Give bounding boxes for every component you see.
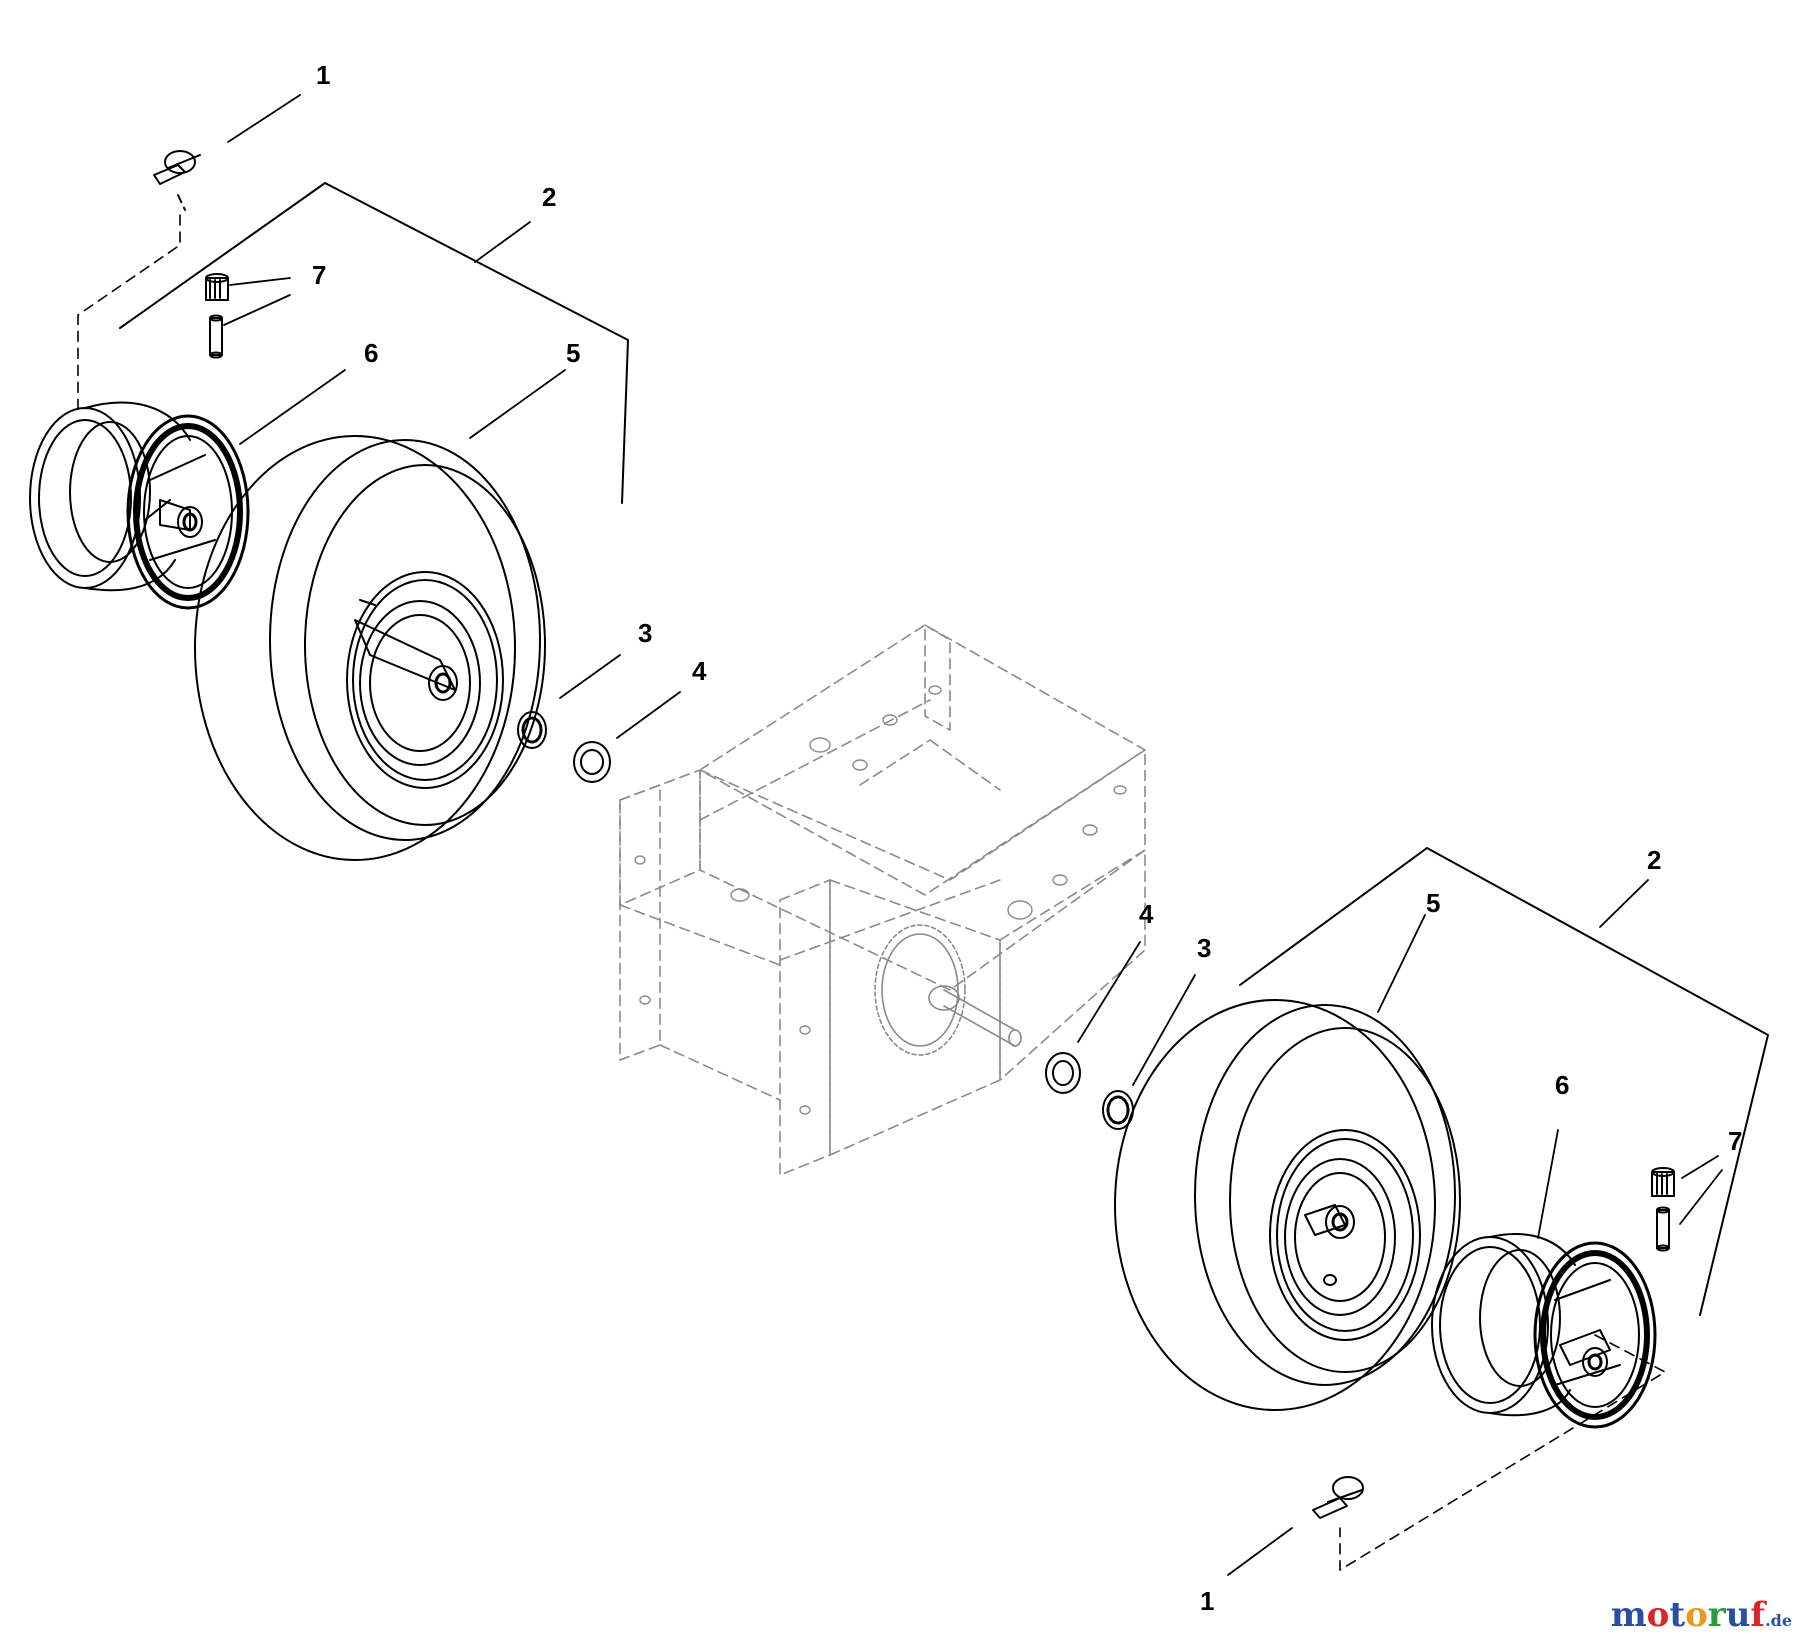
callout-right-5: 5 xyxy=(1426,888,1440,918)
valve-stem-left xyxy=(205,273,229,359)
rim-right xyxy=(1431,1233,1657,1429)
logo-letter: r xyxy=(1707,1595,1726,1635)
bearing-left xyxy=(517,711,547,749)
valve-stem-right xyxy=(1651,1167,1675,1252)
leader-lines-left xyxy=(223,94,681,739)
tire-left xyxy=(194,435,546,861)
logo-letter: o xyxy=(1646,1595,1670,1635)
callout-left-5: 5 xyxy=(566,338,580,368)
bracket-right xyxy=(1239,847,1769,1316)
callout-right-7: 7 xyxy=(1728,1126,1742,1156)
frame-holes xyxy=(634,685,1127,1115)
callout-right-4: 4 xyxy=(1139,899,1154,929)
callout-left-2: 2 xyxy=(542,182,556,212)
callout-right-6: 6 xyxy=(1555,1070,1569,1100)
logo-suffix: .de xyxy=(1765,1611,1792,1630)
callout-left-3: 3 xyxy=(638,618,652,648)
clip-pin-left xyxy=(153,150,201,211)
logo-letter: f xyxy=(1750,1595,1766,1635)
callout-right-1: 1 xyxy=(1200,1586,1214,1616)
callout-labels: 1 2 7 6 5 3 4 2 5 4 3 6 7 1 xyxy=(312,60,1742,1616)
callout-right-3: 3 xyxy=(1197,933,1211,963)
frame-gear xyxy=(874,924,1022,1056)
logo-letter: u xyxy=(1725,1595,1751,1635)
tire-right xyxy=(1114,999,1461,1411)
callout-left-1: 1 xyxy=(316,60,330,90)
callout-left-4: 4 xyxy=(692,656,707,686)
logo-letter: m xyxy=(1610,1595,1647,1635)
washer-left xyxy=(573,741,611,783)
callout-left-6: 6 xyxy=(364,338,378,368)
right-dashed-link xyxy=(1339,1334,1666,1571)
left-dashed-link xyxy=(77,214,181,411)
callout-left-7: 7 xyxy=(312,260,326,290)
leader-lines-right xyxy=(1077,879,1723,1576)
callout-right-2: 2 xyxy=(1647,845,1661,875)
logo-letter: t xyxy=(1669,1595,1686,1635)
clip-pin-right xyxy=(1312,1476,1364,1519)
washer-right xyxy=(1045,1052,1081,1094)
frame-housing xyxy=(619,624,1146,1176)
logo-letter: o xyxy=(1685,1595,1708,1635)
motoruf-logo: motoruf.de xyxy=(1611,1595,1792,1635)
rim-left xyxy=(29,401,250,610)
